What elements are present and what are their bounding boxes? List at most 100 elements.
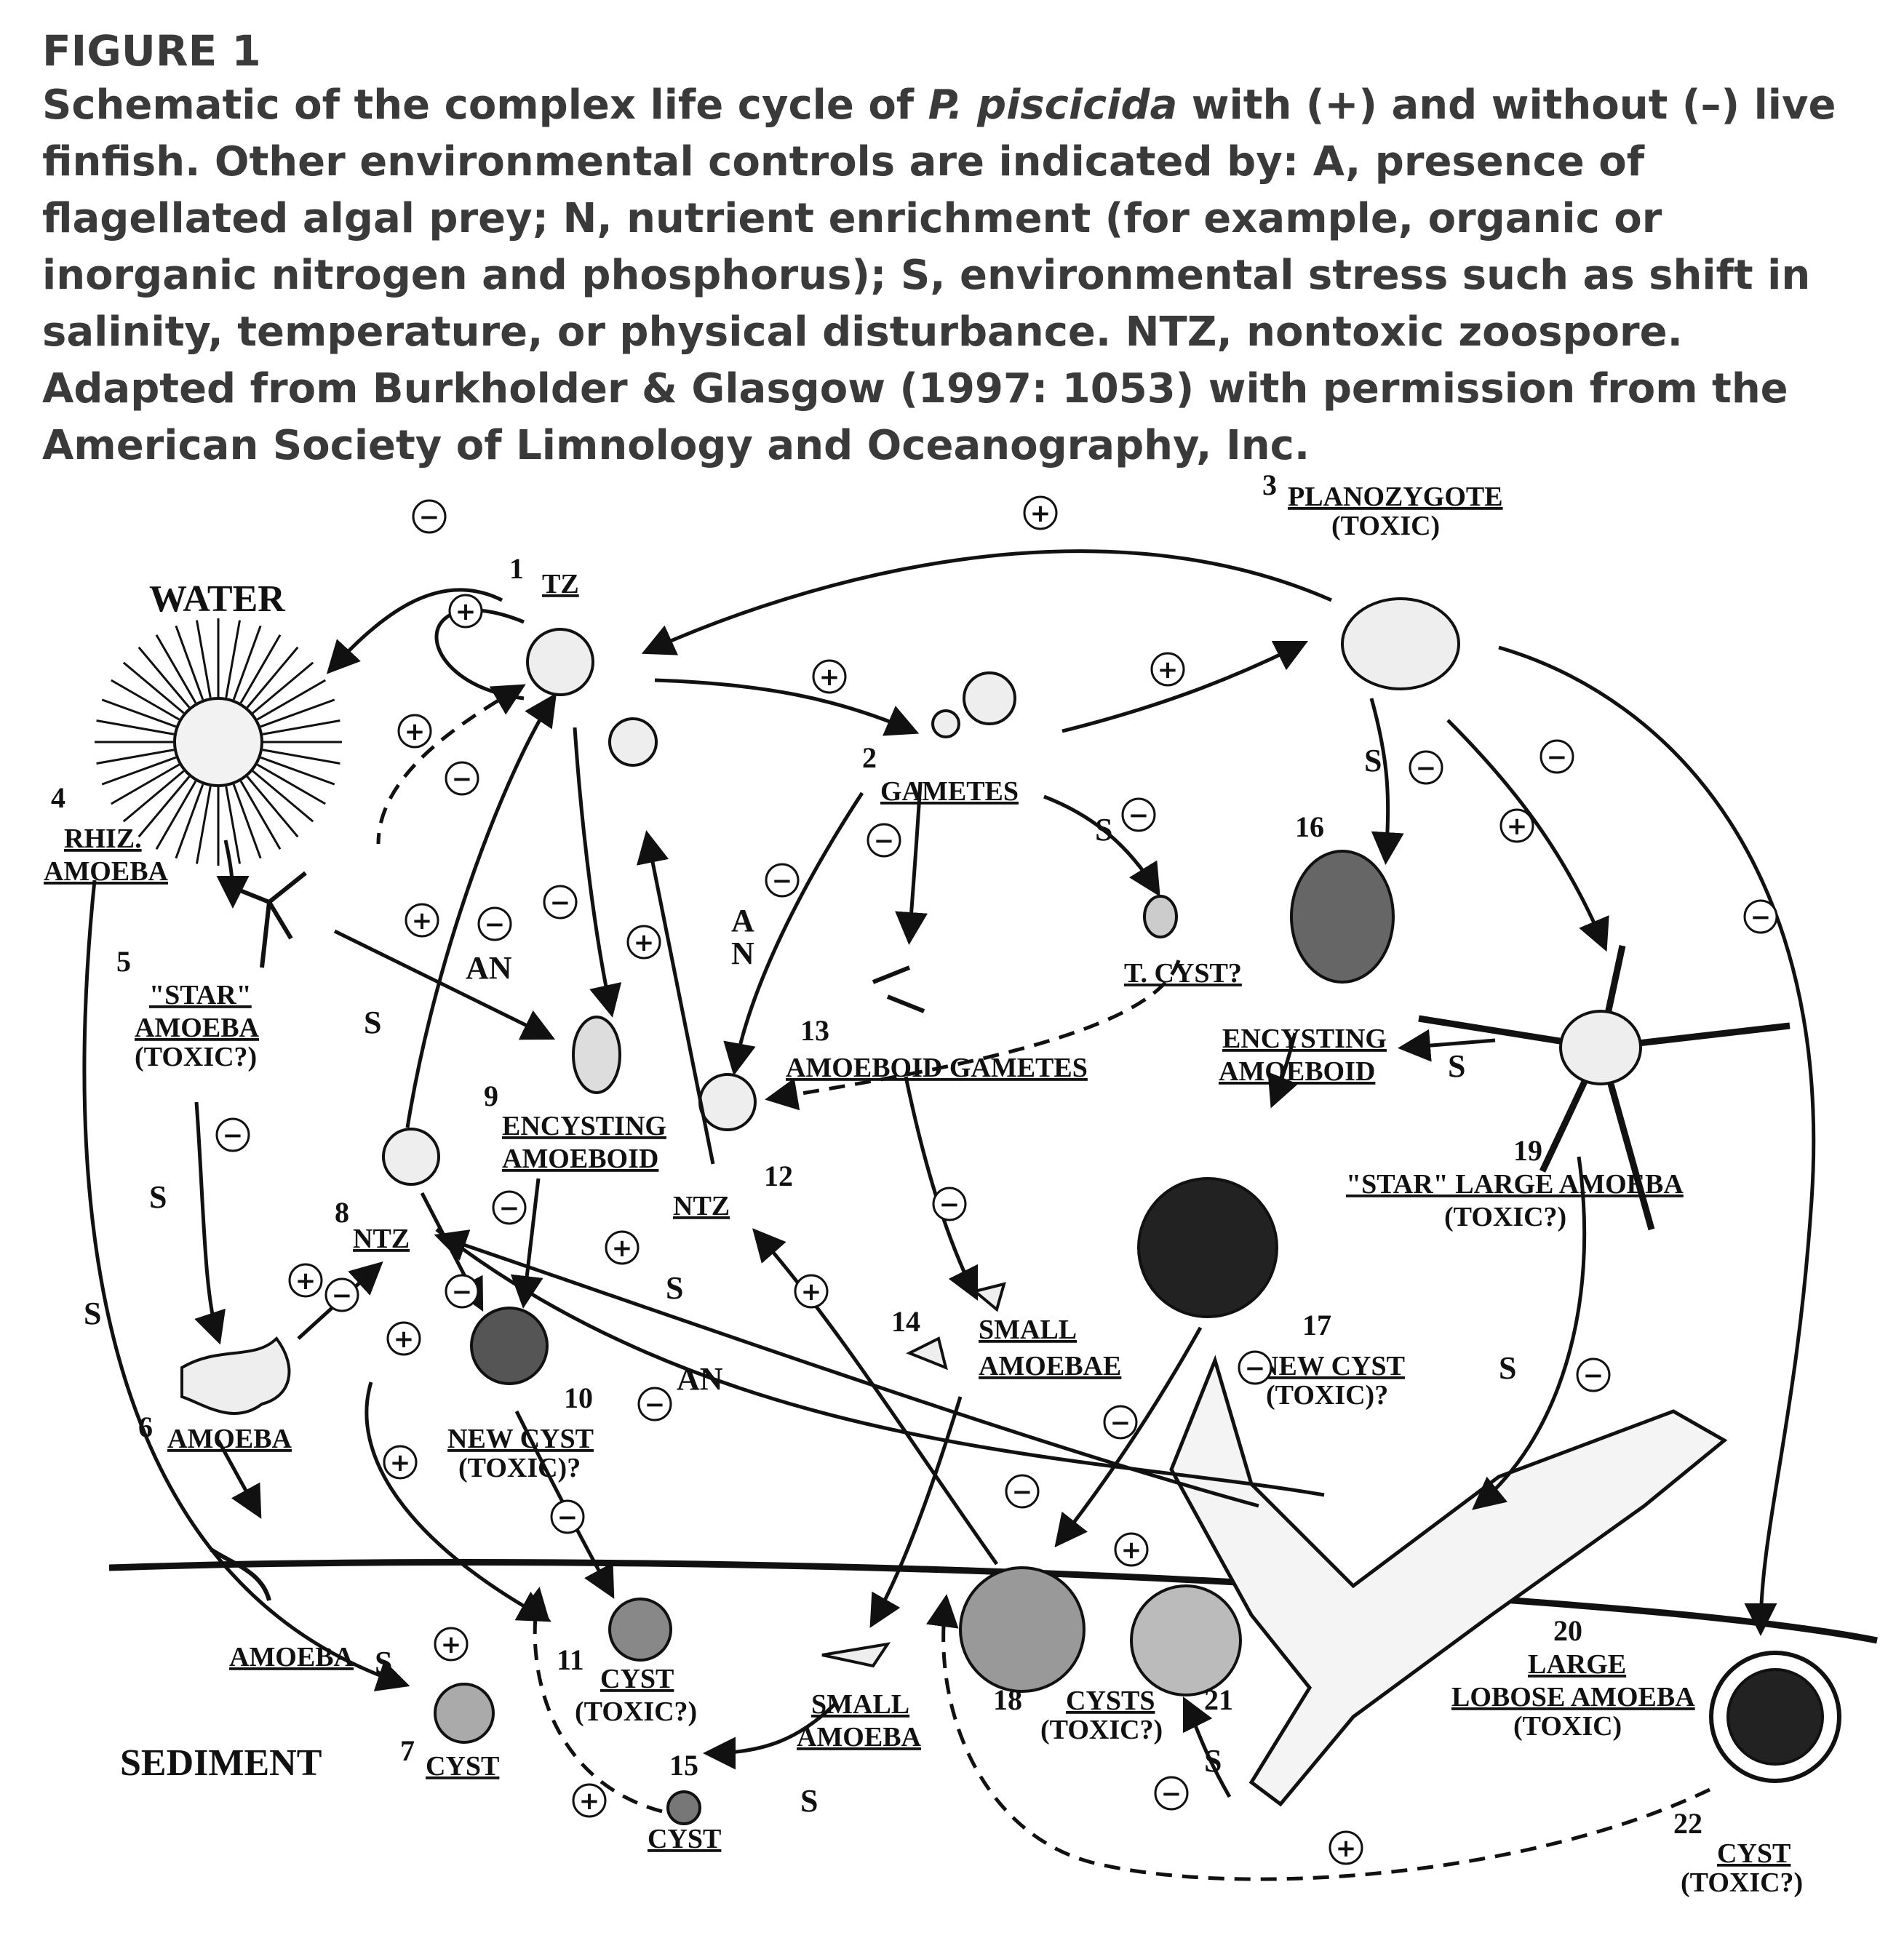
minus-sign-circle (1005, 1474, 1040, 1509)
plus-sign-circle (397, 714, 432, 749)
minus-sign: − (1245, 1354, 1266, 1383)
cyst-11-drawing (608, 1598, 672, 1662)
plus-sign-circle (405, 903, 439, 938)
stage-20-name-1: LARGE (1528, 1649, 1626, 1680)
plus-sign: + (1336, 1834, 1357, 1863)
stage-21-number: 21 (1204, 1683, 1233, 1716)
stage-13-name: AMOEBOID GAMETES (786, 1053, 1088, 1083)
plus-sign: + (612, 1234, 633, 1263)
minus-sign-circle (1154, 1776, 1189, 1811)
t-cyst-name: T. CYST? (1124, 958, 1242, 989)
sediment-zone-label: SEDIMENT (120, 1742, 322, 1784)
plus-sign: + (295, 1267, 316, 1296)
minus-sign: − (1128, 801, 1150, 830)
minus-sign-circle (477, 906, 512, 941)
plus-sign-circle (1150, 652, 1185, 687)
plus-sign-circle (1329, 1830, 1363, 1865)
small-amoebae-drawing (906, 1282, 1006, 1371)
minus-sign: − (452, 1277, 473, 1307)
plus-sign: + (390, 1448, 411, 1478)
stage-4-name-2: AMOEBA (44, 856, 169, 887)
minus-sign-circle (932, 1187, 967, 1221)
plus-sign-circle (812, 659, 847, 694)
star-amoeba-drawing (231, 871, 307, 968)
stage-3-name: PLANOZYGOTE (1288, 482, 1503, 512)
figure-label: FIGURE 1 (42, 26, 261, 76)
plus-sign: + (1121, 1536, 1142, 1565)
stage-2-name: GAMETES (880, 776, 1019, 807)
stage-20-number: 20 (1553, 1614, 1582, 1647)
figure-caption-text: Schematic of the complex life cycle of P… (42, 77, 1890, 474)
stage-10-number: 10 (564, 1381, 593, 1414)
stage-15-number: 15 (669, 1749, 698, 1782)
minus-sign: − (1750, 903, 1772, 932)
plus-sign-circle (626, 925, 661, 960)
cysts-18-drawing (959, 1566, 1086, 1693)
plus-sign-circle (572, 1783, 607, 1818)
encysting-amoeboid-9-drawing (572, 1016, 621, 1094)
stage-14-name-2: AMOEBAE (979, 1351, 1121, 1381)
plus-sign: + (412, 906, 433, 936)
caption-rest: Other environmental controls are indicat… (42, 138, 1811, 469)
control-n: N (731, 936, 754, 971)
minus-sign-circle (543, 885, 578, 920)
life-cycle-diagram: WATER SEDIMENT 1 TZ 2 GAMETES 3 PLANOZYG… (44, 468, 1878, 1898)
control-s-9: S (1448, 1048, 1465, 1084)
caption-species: P. piscicida (928, 81, 1178, 129)
stage-15-name: CYST (648, 1824, 721, 1854)
plus-sign-circle (794, 1274, 829, 1309)
stage-8-number: 8 (335, 1196, 349, 1229)
plus-sign: + (1030, 499, 1051, 528)
plus-sign: + (405, 717, 426, 746)
minus-sign-circle (324, 1277, 359, 1312)
small-amoeba-sediment-name-1: SMALL (811, 1689, 909, 1720)
minus-sign: − (332, 1281, 353, 1310)
plus-sign-circle (1114, 1532, 1149, 1567)
stage-6-number: 6 (138, 1411, 153, 1443)
minus-sign-circle (550, 1499, 585, 1534)
minus-sign: − (939, 1190, 960, 1219)
stage-5-number: 5 (116, 945, 131, 978)
stage-1-name: TZ (542, 569, 579, 599)
minus-sign-circle (445, 1274, 479, 1309)
minus-sign-circle (215, 1117, 250, 1152)
control-s-7: S (1095, 812, 1112, 848)
plus-sign-circle (383, 1445, 418, 1480)
stage-20-note: (TOXIC) (1513, 1711, 1622, 1742)
control-s-10: S (1499, 1350, 1516, 1386)
stage-3-note: (TOXIC) (1331, 511, 1440, 541)
stage-7-name: CYST (426, 1751, 499, 1782)
stage-17-name: NEW CYST (1259, 1351, 1405, 1381)
stage-22-number: 22 (1673, 1807, 1702, 1840)
planozygote-drawing (1341, 597, 1460, 690)
stage-8-name: NTZ (353, 1224, 410, 1254)
gamete-drawing (963, 671, 1016, 725)
sediment-amoeba-name: AMOEBA (229, 1642, 354, 1672)
stage-22-name: CYST (1717, 1838, 1791, 1869)
stage-20-name-2: LOBOSE AMOEBA (1451, 1682, 1695, 1712)
minus-sign: − (874, 826, 895, 856)
stage-4-name-1: RHIZ. (64, 824, 142, 854)
small-amoeba-sediment-name-2: AMOEBA (797, 1722, 922, 1752)
tz-cell-drawing (526, 628, 594, 696)
sediment-amoeba-drawing (210, 1547, 271, 1601)
new-cyst-17-drawing (1137, 1177, 1278, 1318)
control-an-2: AN (677, 1361, 723, 1397)
control-s-6: S (800, 1783, 818, 1819)
caption-line1-a: Schematic of the complex life cycle of (42, 81, 928, 129)
control-s-1: S (364, 1005, 381, 1040)
stage-18-name: CYSTS (1066, 1686, 1155, 1716)
plus-sign-circle (288, 1263, 323, 1298)
plus-sign: + (1158, 655, 1179, 685)
stage-10-name: NEW CYST (447, 1424, 594, 1454)
stage-9-name-2: AMOEBOID (502, 1144, 658, 1174)
control-labels: AN AN A N S S S S S S S S S S S (84, 743, 1516, 1819)
plus-sign-circle (434, 1627, 469, 1662)
stage-17-number: 17 (1302, 1309, 1331, 1341)
stage-3-number: 3 (1262, 468, 1277, 501)
stage-16-number: 16 (1295, 810, 1324, 843)
control-an-1: AN (466, 950, 512, 986)
stage-18-note: (TOXIC?) (1040, 1715, 1163, 1745)
encysting-amoeboid-16-drawing (1290, 850, 1395, 984)
